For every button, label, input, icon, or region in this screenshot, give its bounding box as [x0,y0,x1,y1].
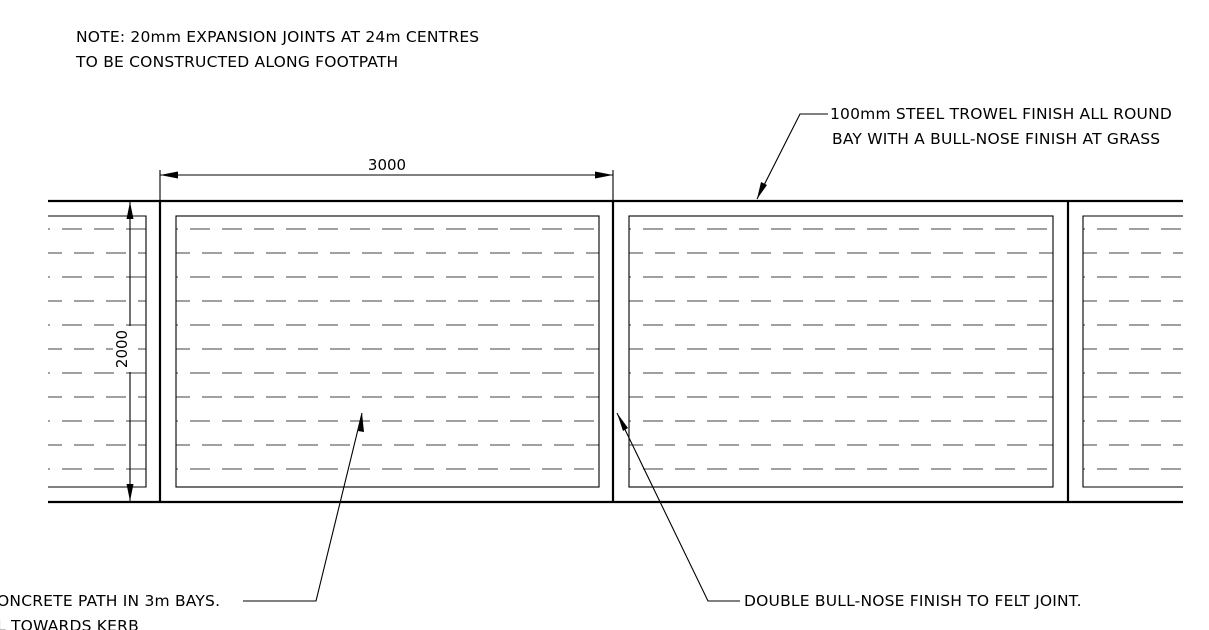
height-dimension: 2000 [113,202,137,501]
right-partial-bay [1082,215,1183,488]
note-line-1: NOTE: 20mm EXPANSION JOINTS AT 24m CENTR… [76,28,479,46]
felt-joint-label: DOUBLE BULL-NOSE FINISH TO FELT JOINT. [744,592,1082,610]
concrete-path-leader [243,412,364,602]
trowel-finish-leader [756,113,828,200]
concrete-hatching-bay-2 [629,228,1053,470]
bay-1-inner-outline [175,215,600,488]
note-line-2: TO BE CONSTRUCTED ALONG FOOTPATH [75,53,398,71]
left-partial-bay [48,215,147,488]
trowel-finish-label-line-2: BAY WITH A BULL-NOSE FINISH AT GRASS [832,130,1160,148]
width-dimension: 3000 [159,156,614,200]
trowel-finish-label-line-1: 100mm STEEL TROWEL FINISH ALL ROUND [830,105,1172,123]
width-dimension-label: 3000 [368,156,406,174]
felt-joint-leader [616,412,740,602]
concrete-hatching-left [48,228,146,470]
concrete-path-label-line-2: L TOWARDS KERB [0,617,139,630]
bay-2-inner-outline [628,215,1054,488]
height-dimension-label: 2000 [113,330,131,368]
concrete-hatching-right [1083,228,1183,470]
concrete-hatching-bay-1 [176,228,599,470]
concrete-path-label-line-1: ONCRETE PATH IN 3m BAYS. [0,592,220,610]
